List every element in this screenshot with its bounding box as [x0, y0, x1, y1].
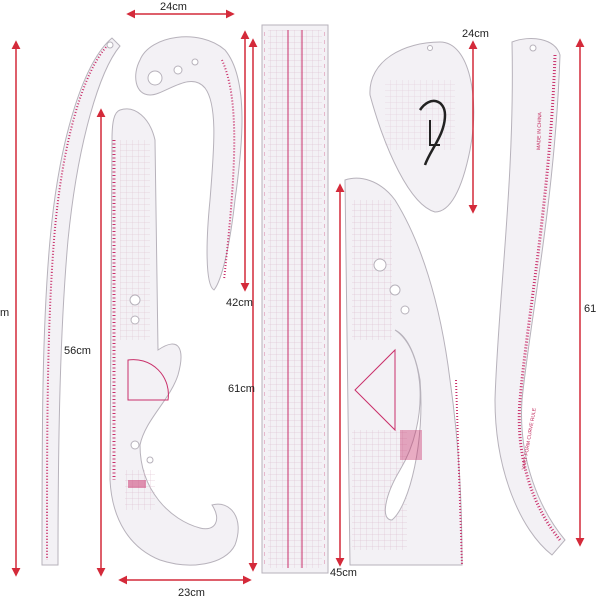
label-45cm: 45cm: [330, 567, 357, 579]
armhole-curve-ruler: [369, 41, 475, 213]
label-61cm-mid: 61cm: [228, 383, 255, 395]
small-french-curve-ruler: [135, 36, 243, 291]
label-24cm-top: 24cm: [160, 1, 187, 13]
hip-curve-ruler: [41, 37, 121, 566]
straight-ruler: [261, 24, 329, 574]
vary-form-text: VARY FORM CURVE RULE: [521, 407, 538, 470]
label-m-left: m: [0, 307, 9, 319]
label-61-right: 61: [584, 303, 596, 315]
vary-form-curve-ruler: VARY FORM CURVE RULE MADE IN CHINA: [494, 38, 566, 556]
label-23cm: 23cm: [178, 587, 205, 599]
label-24cm-right: 24cm: [462, 28, 489, 40]
french-curve-hook-ruler: [109, 108, 239, 566]
large-french-curve-ruler: [344, 177, 463, 566]
label-42cm: 42cm: [226, 297, 253, 309]
made-in-china-text: MADE IN CHINA: [536, 111, 543, 150]
label-56cm: 56cm: [64, 345, 91, 357]
dimension-arrows: [11, 9, 585, 585]
